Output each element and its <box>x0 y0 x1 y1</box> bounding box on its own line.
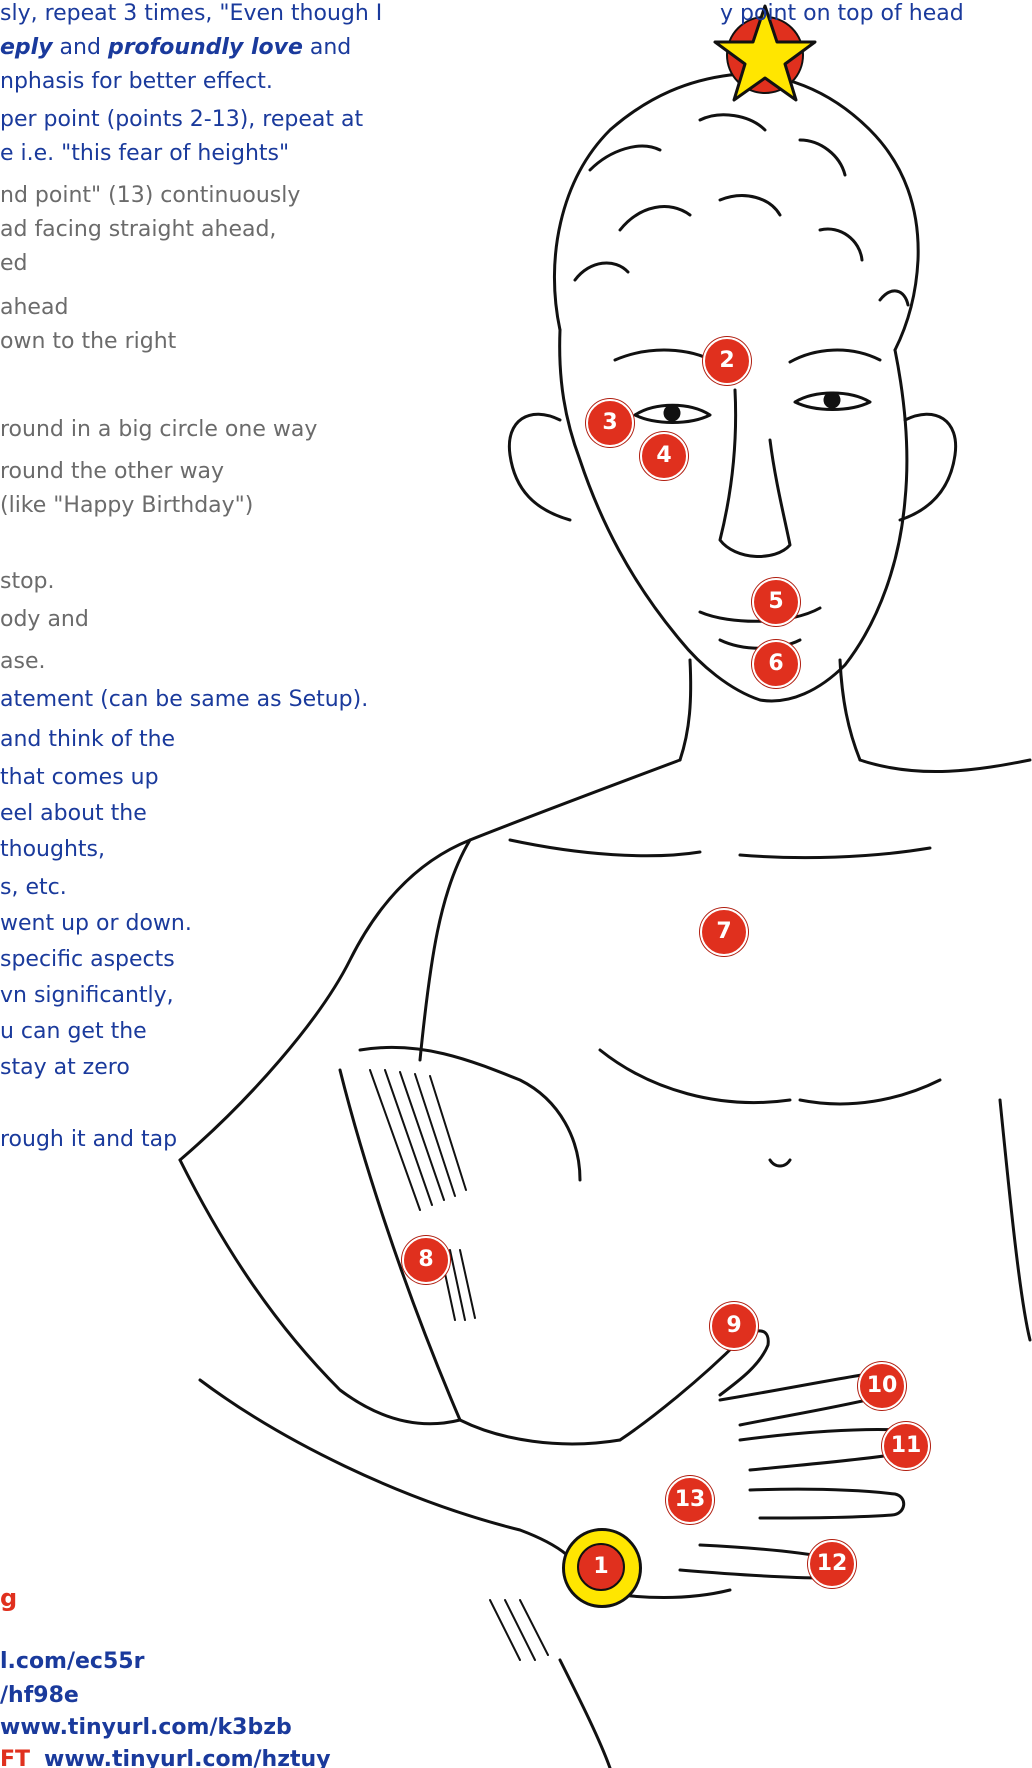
instruction-blue-10: u can get the <box>0 1018 147 1046</box>
instruction-blue-9: vn significantly, <box>0 982 174 1010</box>
instruction-blue-4: eel about the <box>0 800 147 828</box>
instruction-gray-10: ody and <box>0 606 89 634</box>
instruction-blue-12: rough it and tap <box>0 1126 177 1154</box>
instruction-blue-3: that comes up <box>0 764 159 792</box>
instruction-gray-1: nd point" (13) continuously <box>0 182 300 210</box>
tapping-point-5: 5 <box>752 578 800 626</box>
link-1[interactable]: l.com/ec55r <box>0 1648 144 1676</box>
instruction-blue-6: s, etc. <box>0 874 67 902</box>
instruction-blue-1: atement (can be same as Setup). <box>0 686 368 714</box>
instruction-line-2: eply and profoundly love and <box>0 34 351 62</box>
tapping-point-6: 6 <box>752 640 800 688</box>
instruction-blue-2: and think of the <box>0 726 175 754</box>
instruction-blue-7: went up or down. <box>0 910 192 938</box>
instruction-gray-7: round the other way <box>0 458 224 486</box>
link-3[interactable]: www.tinyurl.com/k3bzb <box>0 1714 292 1742</box>
instruction-blue-5: thoughts, <box>0 836 105 864</box>
instruction-gray-6: round in a big circle one way <box>0 416 317 444</box>
tapping-point-8: 8 <box>402 1236 450 1284</box>
red-fragment: g <box>0 1584 17 1612</box>
instruction-top-right: y point on top of head <box>720 0 964 28</box>
link-2[interactable]: /hf98e <box>0 1682 79 1710</box>
instruction-top: sly, repeat 3 times, "Even though I <box>0 0 382 28</box>
instruction-line-4: per point (points 2-13), repeat at <box>0 106 363 134</box>
karate-chop-ring: 1 <box>562 1528 642 1608</box>
tapping-point-12: 12 <box>808 1540 856 1588</box>
instruction-gray-11: ase. <box>0 648 45 676</box>
instruction-line-5: e i.e. "this fear of heights" <box>0 140 289 168</box>
link-4-prefix: FT <box>0 1747 30 1768</box>
tapping-point-10: 10 <box>858 1362 906 1410</box>
tapping-point-1: 1 <box>577 1543 625 1591</box>
instruction-gray-3: ed <box>0 250 28 278</box>
link-4[interactable]: www.tinyurl.com/hztuy <box>44 1747 331 1768</box>
instruction-gray-4: ahead <box>0 294 68 322</box>
tapping-point-3: 3 <box>586 399 634 447</box>
instruction-gray-9: stop. <box>0 568 55 596</box>
instruction-blue-8: specific aspects <box>0 946 175 974</box>
tapping-point-11: 11 <box>882 1422 930 1470</box>
tapping-point-2: 2 <box>703 337 751 385</box>
tapping-point-4: 4 <box>640 432 688 480</box>
tapping-point-9: 9 <box>710 1302 758 1350</box>
instruction-gray-2: ad facing straight ahead, <box>0 216 276 244</box>
instruction-line-3: nphasis for better effect. <box>0 68 273 96</box>
tapping-point-7: 7 <box>700 908 748 956</box>
instruction-blue-11: stay at zero <box>0 1054 130 1082</box>
instruction-gray-5: own to the right <box>0 328 176 356</box>
tapping-point-13: 13 <box>666 1476 714 1524</box>
link-4-row: FT www.tinyurl.com/hztuy <box>0 1746 331 1768</box>
instruction-gray-8: (like "Happy Birthday") <box>0 492 253 520</box>
